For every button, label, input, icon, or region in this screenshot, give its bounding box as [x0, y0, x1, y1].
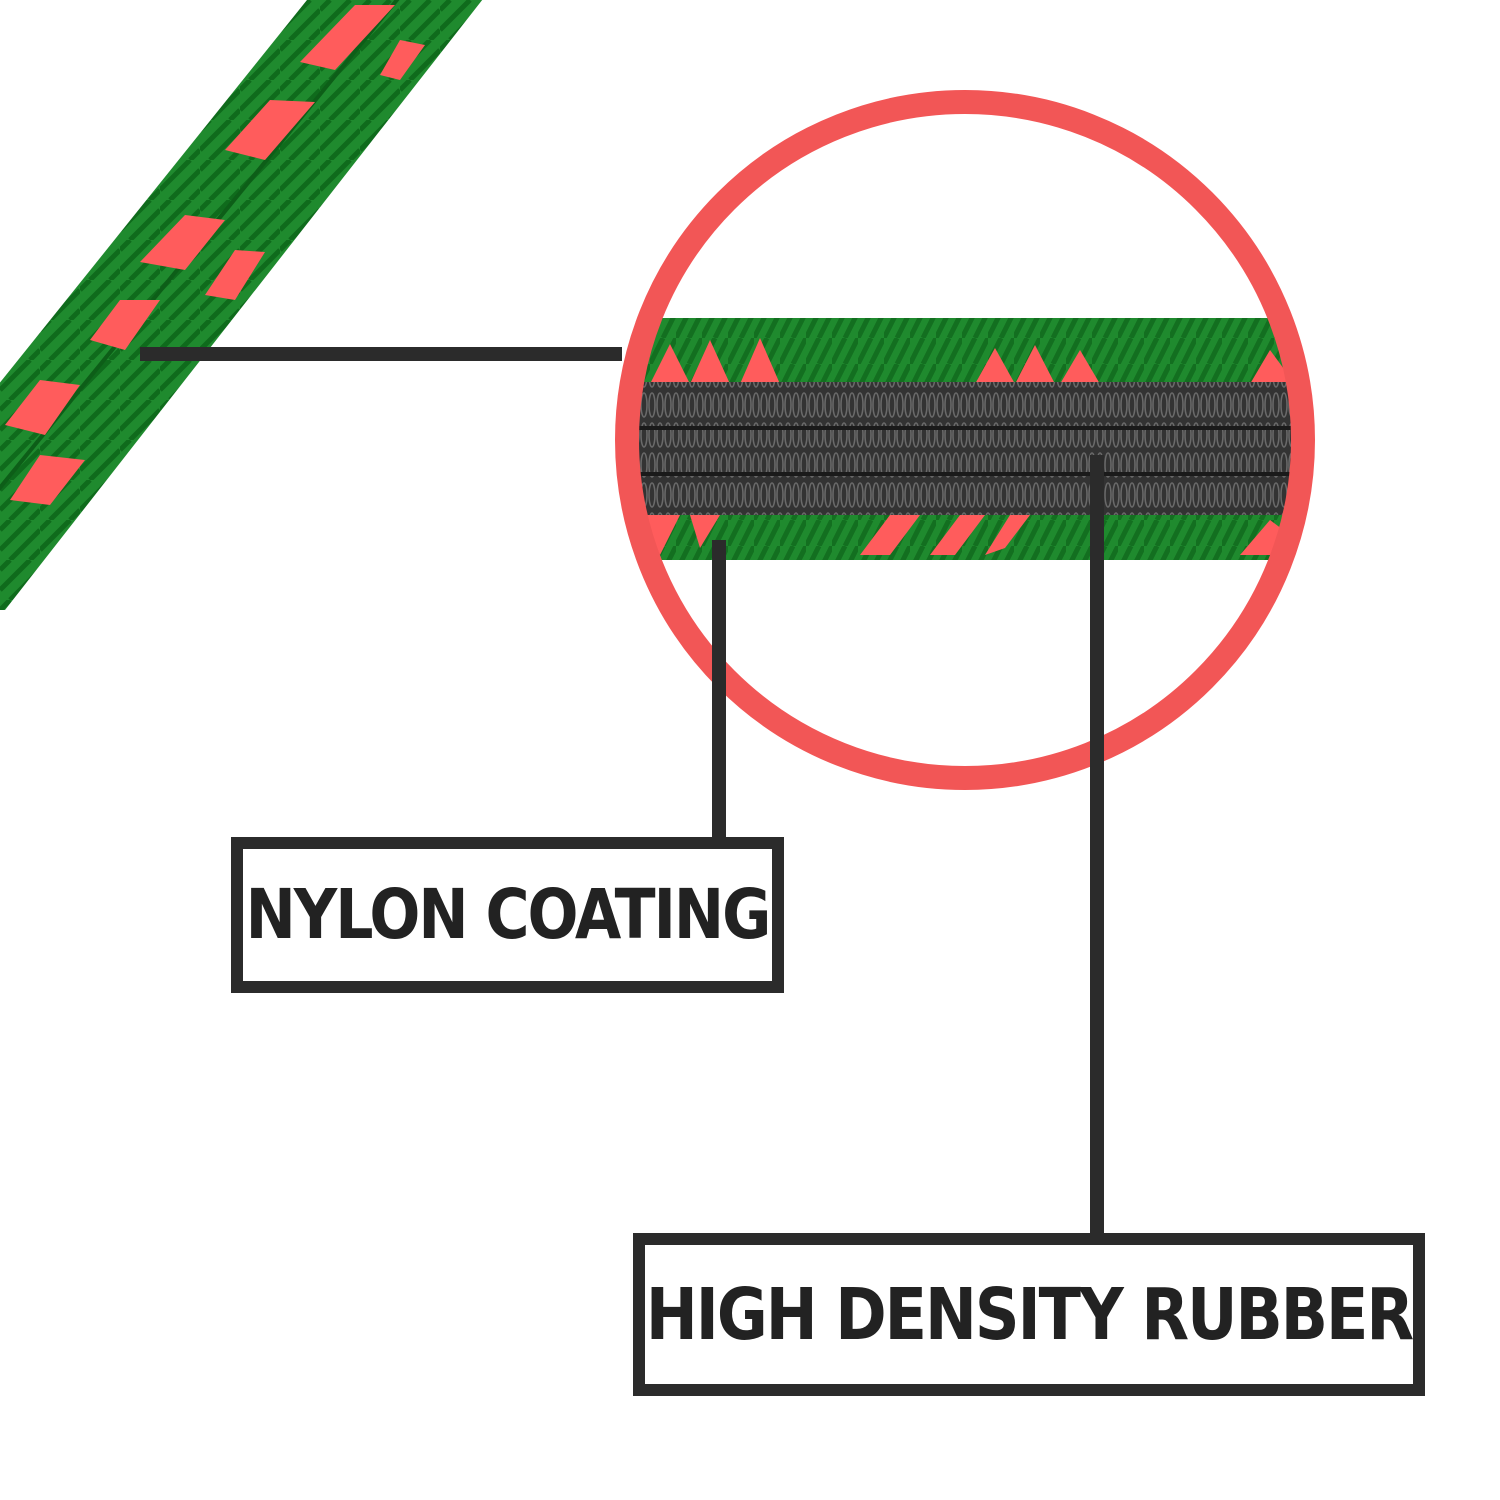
nylon-coating-text: NYLON COATING: [245, 874, 772, 956]
nylon-coating-label: NYLON COATING: [231, 837, 784, 993]
magnifier-icon: [615, 90, 1315, 790]
high-density-rubber-text: HIGH DENSITY RUBBER: [645, 1272, 1414, 1357]
high-density-rubber-label: HIGH DENSITY RUBBER: [633, 1233, 1425, 1396]
rope-icon: [0, 0, 483, 610]
leader-lines: [140, 347, 1104, 1241]
